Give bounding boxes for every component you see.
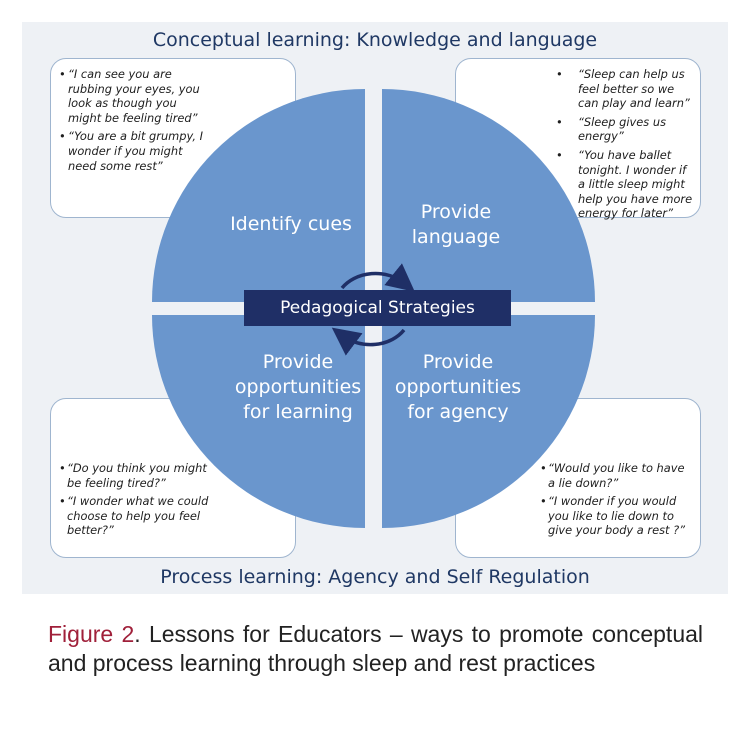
label-provide-language: Provide language	[411, 201, 501, 248]
figure-caption: Figure 2. Lessons for Educators – ways t…	[48, 620, 703, 678]
process-learning-heading: Process learning: Agency and Self Regula…	[160, 566, 590, 588]
figure-label: Figure 2	[48, 621, 135, 647]
caption-text: . Lessons for Educators – ways to promot…	[48, 621, 704, 676]
quadrant-identify-cues	[152, 89, 365, 302]
quadrant-opportunities-learning	[152, 315, 365, 528]
quote-item: “I wonder if you would you like to lie d…	[540, 494, 692, 538]
cycle-arrow-lower	[331, 327, 406, 356]
quadrant-provide-language	[382, 89, 595, 302]
quote-item: “I can see you are rubbing your eyes, yo…	[59, 67, 209, 125]
quadrant-opportunities-agency	[382, 315, 595, 528]
quote-item: “You are a bit grumpy, I wonder if you m…	[59, 129, 209, 173]
quote-item: “Do you think you might be feeling tired…	[59, 461, 209, 490]
label-identify-cues: Identify cues	[230, 213, 352, 235]
quote-item: “Sleep can help us feel better so we can…	[556, 67, 696, 111]
cycle-arrow-upper	[340, 263, 415, 292]
quote-item: “Sleep gives us energy”	[556, 115, 696, 144]
quote-item: “You have ballet tonight. I wonder if a …	[556, 148, 696, 221]
quote-box-identify-cues: “I can see you are rubbing your eyes, yo…	[50, 58, 296, 218]
quote-item: “I wonder what we could choose to help y…	[59, 494, 209, 538]
pedagogical-strategies-bar: Pedagogical Strategies	[244, 290, 511, 326]
quote-item: “Would you like to have a lie down?”	[540, 461, 692, 490]
label-opportunities-learning: Provide opportunities for learning	[234, 351, 362, 423]
conceptual-learning-heading: Conceptual learning: Knowledge and langu…	[152, 29, 598, 51]
label-opportunities-agency: Provide opportunities for agency	[394, 351, 522, 423]
